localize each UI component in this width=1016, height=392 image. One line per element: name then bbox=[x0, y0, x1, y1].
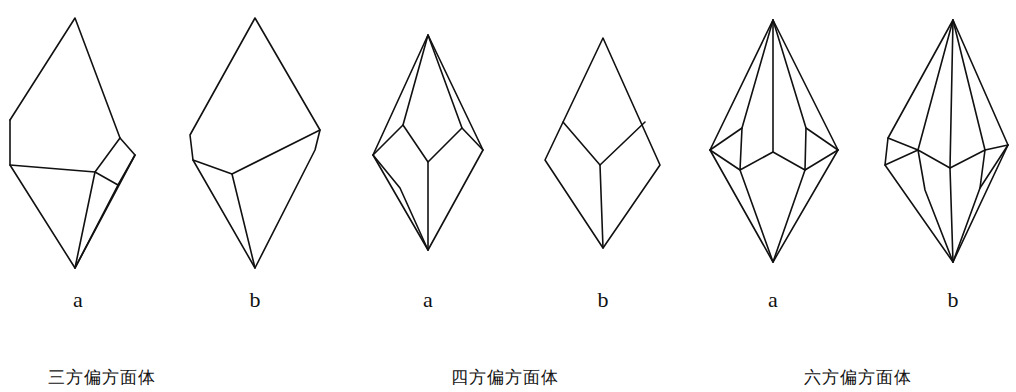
figure-caption: 六方偏方面体 bbox=[804, 366, 912, 389]
trigonal-trapezohedron-b bbox=[190, 18, 320, 268]
figure-caption: 三方偏方面体 bbox=[48, 366, 156, 389]
trigonal-trapezohedron-a bbox=[10, 18, 135, 268]
figure-letter: a bbox=[768, 287, 778, 313]
hexagonal-trapezohedron-b bbox=[885, 20, 1008, 262]
figure-letter: b bbox=[598, 287, 609, 313]
figure-letter: b bbox=[250, 287, 261, 313]
tetragonal-trapezohedron-b bbox=[545, 38, 660, 248]
figure-letter: a bbox=[73, 287, 83, 313]
figure-letter: b bbox=[948, 287, 959, 313]
figure-caption: 四方偏方面体 bbox=[451, 366, 559, 389]
tetragonal-trapezohedron-a bbox=[373, 35, 483, 250]
hexagonal-trapezohedron-a bbox=[710, 20, 838, 262]
figure-letter: a bbox=[423, 287, 433, 313]
